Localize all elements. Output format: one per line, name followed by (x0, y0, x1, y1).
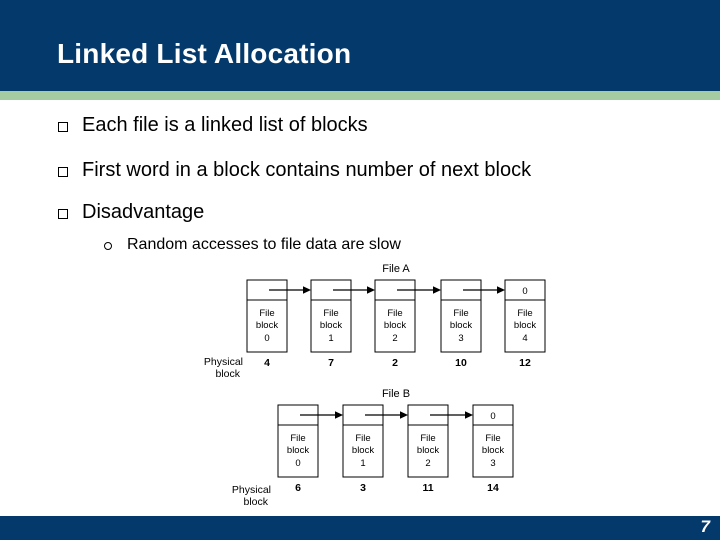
file-block-index: 3 (458, 333, 463, 344)
square-bullet-icon (58, 122, 68, 132)
file-block-index: 2 (425, 458, 430, 469)
next-pointer-arrowhead (303, 286, 311, 294)
file-block-cell (472, 424, 514, 478)
next-pointer-arrowhead (367, 286, 375, 294)
file-block-index: 4 (522, 333, 527, 344)
file-block-index: 1 (328, 333, 333, 344)
bullet-text: First word in a block contains number of… (82, 159, 532, 181)
physical-block-label: Physical (204, 356, 243, 368)
file-block-cell (407, 424, 449, 478)
file-block-cell (440, 299, 482, 353)
file-block-word: block (450, 320, 472, 331)
file-block-index: 1 (360, 458, 365, 469)
pointer-terminator: 0 (490, 411, 495, 422)
physical-block-number: 7 (328, 357, 334, 369)
next-pointer-arrowhead (335, 411, 343, 419)
file-block-word: File (323, 308, 338, 319)
physical-block-number: 2 (392, 357, 398, 369)
file-label: File B (382, 388, 410, 400)
footer-band (0, 516, 720, 540)
file-block-cell (504, 299, 546, 353)
file-block-cell (246, 299, 288, 353)
file-block-word: File (420, 433, 435, 444)
file-block-word: block (352, 445, 374, 456)
file-block-word: File (453, 308, 468, 319)
bullet-item: First word in a block contains number of… (58, 160, 531, 180)
file-block-word: block (384, 320, 406, 331)
accent-stripe (0, 91, 720, 100)
bullet-text: Disadvantage (82, 201, 205, 223)
file-block-word: File (355, 433, 370, 444)
file-block-cell (374, 299, 416, 353)
file-block-word: block (514, 320, 536, 331)
file-block-index: 0 (295, 458, 300, 469)
physical-block-number: 6 (295, 482, 301, 494)
physical-block-number: 10 (455, 357, 467, 369)
file-block-cell (277, 424, 319, 478)
file-block-word: block (320, 320, 342, 331)
circle-bullet-icon (104, 242, 112, 250)
physical-block-number: 11 (422, 482, 433, 494)
physical-block-label: block (243, 496, 268, 508)
file-block-index: 3 (490, 458, 495, 469)
file-block-word: block (482, 445, 504, 456)
file-block-word: File (259, 308, 274, 319)
bullet-text: Each file is a linked list of blocks (82, 114, 368, 136)
file-block-cell (342, 424, 384, 478)
slide-title: Linked List Allocation (57, 38, 352, 69)
next-pointer-arrowhead (497, 286, 505, 294)
sub-bullet-text: Random accesses to file data are slow (127, 236, 401, 253)
file-block-word: File (387, 308, 402, 319)
next-pointer-arrowhead (433, 286, 441, 294)
physical-block-label: Physical (232, 484, 271, 496)
physical-block-number: 3 (360, 482, 366, 494)
file-block-word: File (485, 433, 500, 444)
file-block-word: block (256, 320, 278, 331)
next-pointer-arrowhead (400, 411, 408, 419)
physical-block-number: 4 (264, 357, 270, 369)
file-block-word: File (290, 433, 305, 444)
sub-bullet-item: Random accesses to file data are slow (104, 237, 401, 253)
physical-block-number: 12 (519, 357, 531, 369)
file-block-index: 0 (264, 333, 269, 344)
bullet-item: Each file is a linked list of blocks (58, 115, 368, 135)
square-bullet-icon (58, 167, 68, 177)
physical-block-label: block (215, 368, 240, 380)
file-block-index: 2 (392, 333, 397, 344)
physical-block-number: 14 (487, 482, 499, 494)
file-block-cell (310, 299, 352, 353)
header-band: Linked List Allocation (0, 0, 720, 91)
file-block-word: block (287, 445, 309, 456)
file-block-word: block (417, 445, 439, 456)
square-bullet-icon (58, 209, 68, 219)
next-pointer-arrowhead (465, 411, 473, 419)
bullet-item: Disadvantage (58, 202, 204, 222)
file-label: File A (382, 263, 410, 275)
page-number: 7 (700, 517, 710, 536)
file-block-word: File (517, 308, 532, 319)
pointer-terminator: 0 (522, 286, 527, 297)
